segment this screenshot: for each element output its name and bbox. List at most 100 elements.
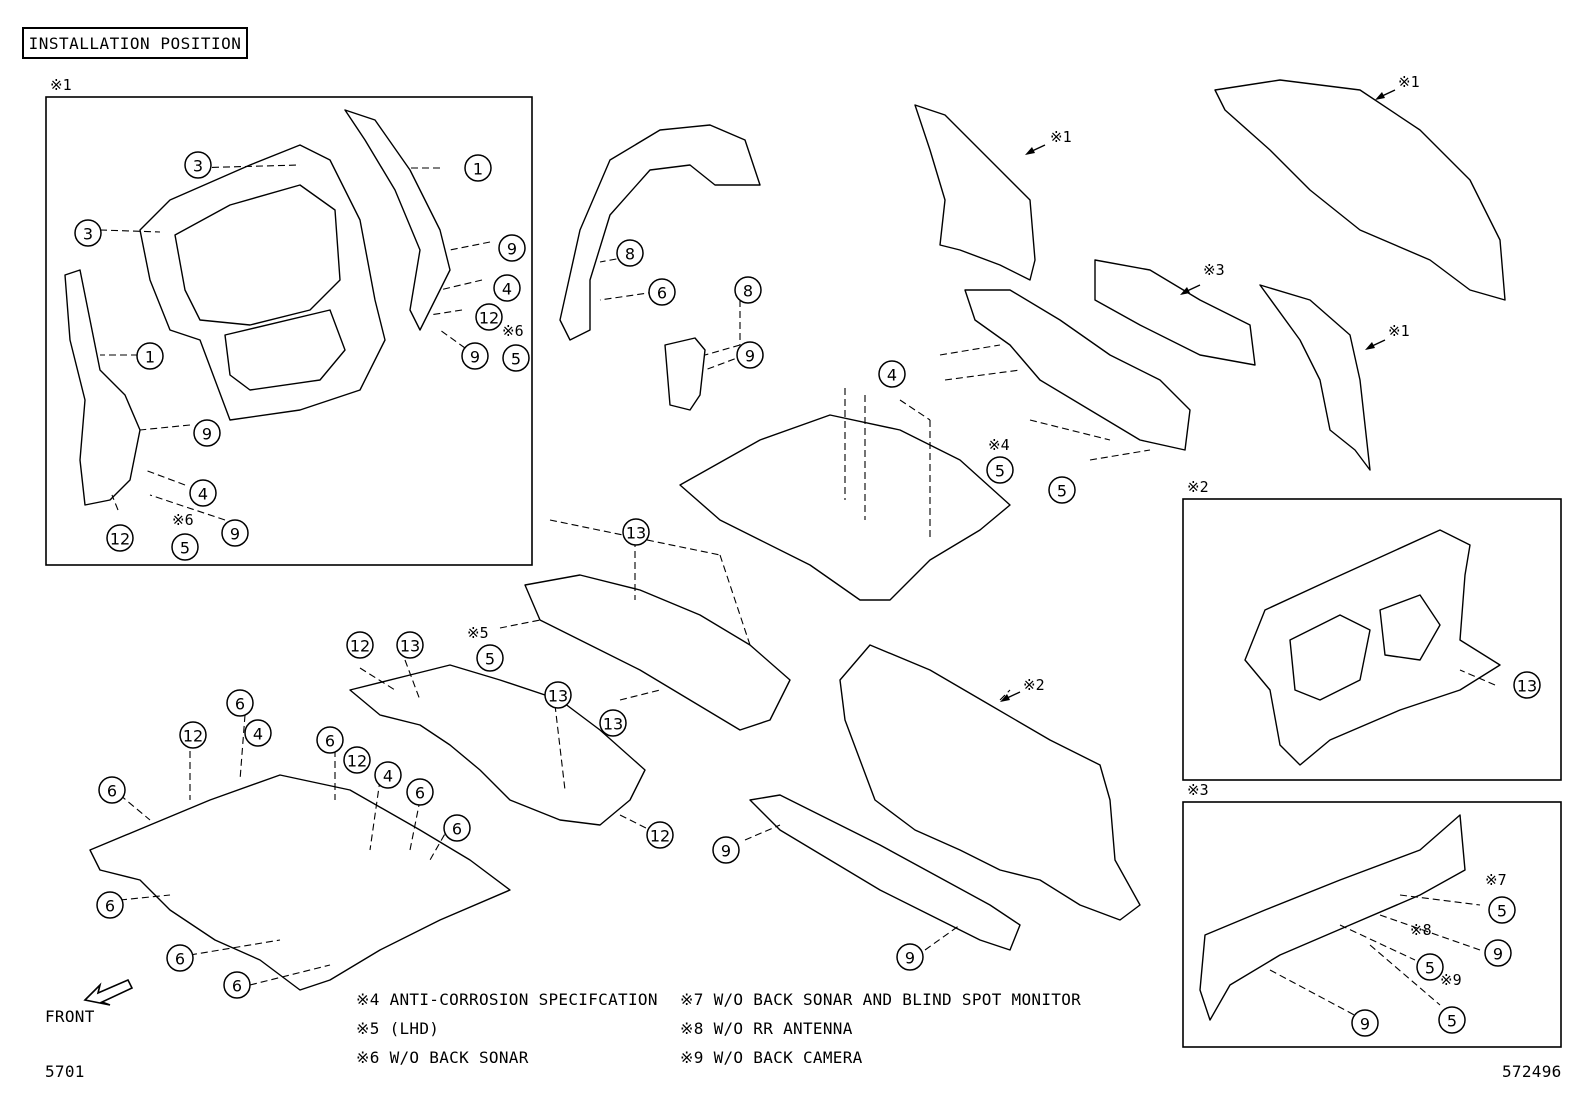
- callout-number: 6: [105, 897, 115, 916]
- title-box: INSTALLATION POSITION: [22, 27, 248, 59]
- callout-number: 5: [1425, 959, 1435, 978]
- callout-number: 6: [175, 950, 185, 969]
- callout-circle: [179, 721, 207, 749]
- callout-circle: [1416, 953, 1444, 981]
- detail-frame-1: ※1: [45, 76, 533, 566]
- callout-circle: [476, 644, 504, 672]
- callout-4: 4: [244, 719, 272, 747]
- callout-number: 12: [183, 727, 203, 746]
- callout-number: 5: [1057, 482, 1067, 501]
- callout-circle: [616, 239, 644, 267]
- callout-number: 4: [383, 767, 393, 786]
- callout-circle: [1048, 476, 1076, 504]
- callout-5: 5: [1048, 476, 1076, 504]
- callout-number: 4: [502, 280, 512, 299]
- floor-side-member: [499, 519, 791, 731]
- callout-number: 6: [107, 782, 117, 801]
- callout-8: 8: [734, 276, 762, 304]
- note-6: ※6 W/O BACK SONAR: [356, 1048, 529, 1067]
- callout-circle: [1438, 1006, 1466, 1034]
- diagram-code-left: 5701: [45, 1062, 85, 1081]
- callout-5: 5: [502, 344, 530, 372]
- callout-circle: [244, 719, 272, 747]
- callout-9: 9: [1484, 939, 1512, 967]
- callout-circle: [193, 419, 221, 447]
- callout-number: 12: [479, 309, 499, 328]
- callout-circle: [223, 971, 251, 999]
- reference-marks: ※1 ※1 ※3 ※1 ※4 ※2 ※5 ※6 ※6 ※7 ※8 ※9: [172, 73, 1507, 989]
- side-pillar-far-right: [1259, 284, 1371, 471]
- callout-number: 1: [145, 348, 155, 367]
- callout-number: 12: [650, 827, 670, 846]
- mark-label: ※7: [1485, 871, 1507, 889]
- callout-number: 8: [625, 245, 635, 264]
- callout-circle: [1513, 671, 1541, 699]
- callout-13: 13: [1513, 671, 1541, 699]
- callout-circle: [878, 360, 906, 388]
- callout-number: 8: [743, 282, 753, 301]
- callout-6: 6: [406, 778, 434, 806]
- rear-pillar-left: [64, 269, 141, 506]
- callout-number: 9: [721, 842, 731, 861]
- callout-5: 5: [986, 456, 1014, 484]
- callout-circle: [346, 631, 374, 659]
- rear-floor-pan: [679, 388, 1011, 601]
- rear-panel-main: [939, 289, 1191, 461]
- side-pillar-right-main: [914, 104, 1036, 281]
- mark-label: ※9: [1440, 971, 1462, 989]
- mark-label: ※1: [1050, 128, 1072, 146]
- callout-5: 5: [1438, 1006, 1466, 1034]
- callout-number: 5: [180, 539, 190, 558]
- quarter-inner-panel: [559, 124, 761, 341]
- callout-circle: [622, 518, 650, 546]
- pointer-arrows: [1000, 89, 1396, 702]
- callout-1: 1: [464, 154, 492, 182]
- callout-circle: [736, 341, 764, 369]
- page-title: INSTALLATION POSITION: [28, 33, 242, 53]
- callout-circle: [184, 151, 212, 179]
- callout-circle: [406, 778, 434, 806]
- callout-circle: [461, 342, 489, 370]
- callout-circle: [599, 709, 627, 737]
- callout-number: 9: [470, 348, 480, 367]
- callout-9: 9: [498, 234, 526, 262]
- callout-circle: [734, 276, 762, 304]
- mark-label: ※1: [1388, 322, 1410, 340]
- callout-12: 12: [106, 524, 134, 552]
- note-8: ※8 W/O RR ANTENNA: [680, 1019, 853, 1038]
- callout-5: 5: [1416, 953, 1444, 981]
- callout-circle: [136, 342, 164, 370]
- rear-cross-member: [1094, 259, 1256, 366]
- callout-9: 9: [461, 342, 489, 370]
- callout-circle: [226, 689, 254, 717]
- callout-number: 6: [657, 284, 667, 303]
- callout-circle: [502, 344, 530, 372]
- note-5: ※5 (LHD): [356, 1019, 440, 1038]
- callout-number: 4: [253, 725, 263, 744]
- callout-number: 3: [193, 157, 203, 176]
- callout-number: 13: [548, 687, 568, 706]
- detail-frame-2: ※2: [1182, 478, 1562, 781]
- callout-circle: [343, 746, 371, 774]
- callout-12: 12: [343, 746, 371, 774]
- callout-circle: [74, 219, 102, 247]
- detail-frame-3: ※3: [1182, 781, 1562, 1048]
- frame-3-label: ※3: [1187, 781, 1209, 799]
- callout-number: 9: [1493, 945, 1503, 964]
- mark-label: ※3: [1203, 261, 1225, 279]
- callout-circle: [493, 274, 521, 302]
- callout-12: 12: [475, 303, 503, 331]
- callout-number: 5: [511, 350, 521, 369]
- rear-pillar-right: [344, 109, 451, 331]
- callout-number: 13: [1517, 677, 1537, 696]
- callout-6: 6: [166, 944, 194, 972]
- callout-circle: [171, 533, 199, 561]
- callout-number: 6: [235, 695, 245, 714]
- mark-label: ※2: [1023, 676, 1045, 694]
- callout-1: 1: [136, 342, 164, 370]
- callout-circle: [221, 519, 249, 547]
- callout-number: 9: [905, 949, 915, 968]
- callout-6: 6: [98, 776, 126, 804]
- callout-circle: [189, 479, 217, 507]
- callout-5: 5: [1488, 896, 1516, 924]
